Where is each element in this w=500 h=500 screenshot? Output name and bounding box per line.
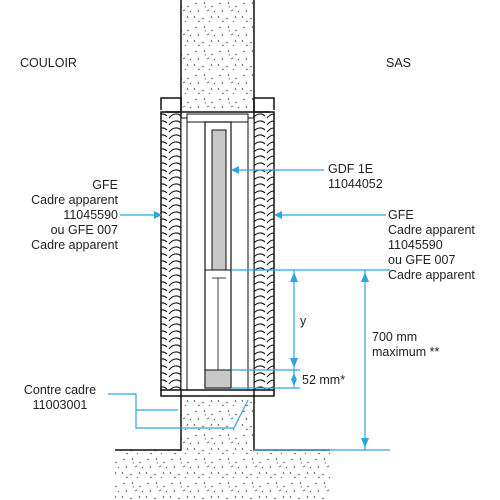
contre-cadre (160, 388, 275, 397)
label-52mm: 52 mm* (302, 373, 346, 387)
label-couloir: COULOIR (20, 56, 77, 70)
insulation-right (247, 111, 275, 391)
label-gfe-left: GFE Cadre apparent 11045590 ou GFE 007 C… (31, 178, 118, 252)
grille-gdf (186, 113, 249, 389)
dimension-arrows (154, 166, 369, 448)
wall-bottom (115, 390, 330, 500)
label-gdf: GDF 1E 11044052 (328, 162, 383, 191)
frame-top (160, 97, 275, 113)
label-gfe-right: GFE Cadre apparent 11045590 ou GFE 007 C… (388, 208, 475, 282)
label-contre-cadre: Contre cadre 11003001 (23, 383, 97, 412)
label-700mm: 700 mm maximum ** (372, 330, 440, 359)
dimension-lines (232, 269, 390, 451)
leader-lines (108, 169, 386, 429)
insulation-left (160, 111, 188, 391)
wall-top (180, 0, 255, 112)
label-sas: SAS (386, 56, 412, 70)
label-y: y (300, 314, 307, 328)
